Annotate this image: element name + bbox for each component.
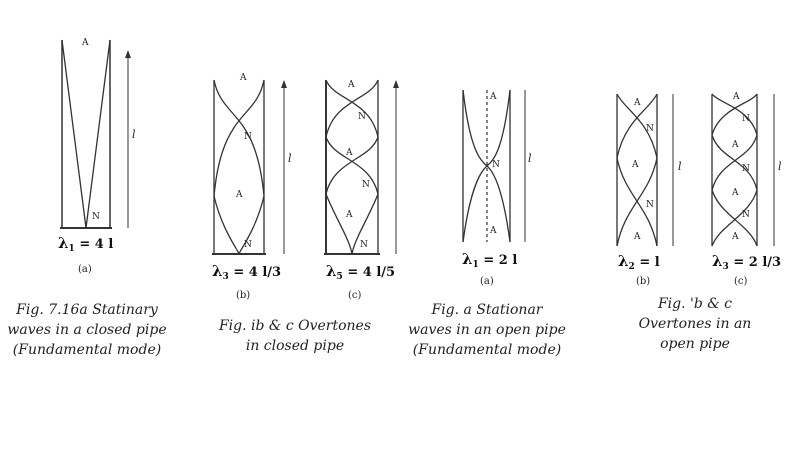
closed-pipe-fundamental <box>60 39 131 229</box>
length-label: l <box>288 152 292 165</box>
antinode-label: A <box>732 140 739 150</box>
node-label: N <box>92 212 100 222</box>
node-label: N <box>492 160 500 170</box>
node-label: N <box>244 132 252 142</box>
closed-pipe-overtone-b <box>212 79 287 255</box>
caption-open-overtones: Fig. 'b & c Overtones in an open pipe <box>638 296 752 352</box>
length-label: l <box>778 160 782 173</box>
antinode-label: A <box>733 92 740 102</box>
antinode-label: A <box>240 73 247 83</box>
length-label: l <box>528 152 532 165</box>
antinode-label: A <box>236 190 243 200</box>
antinode-label: A <box>732 188 739 198</box>
antinode-label: A <box>732 232 739 242</box>
open-pipe-fundamental <box>462 89 526 243</box>
antinode-label: A <box>346 210 353 220</box>
open-pipe-overtone-c <box>711 93 775 247</box>
antinode-label: A <box>82 38 89 48</box>
part-label: (a) <box>480 276 494 287</box>
wavelength-eq-closed-c: λ5 = 4 l/5 <box>326 262 396 282</box>
antinode-label: A <box>634 232 641 242</box>
length-label: l <box>132 128 136 141</box>
part-label: (a) <box>78 264 92 275</box>
antinode-label: A <box>490 226 497 236</box>
closed-pipe-overtone-c <box>324 79 399 255</box>
part-label: (b) <box>236 290 251 301</box>
wavelength-eq-closed-b: λ3 = 4 l/3 <box>212 262 282 282</box>
node-label: N <box>362 180 370 190</box>
node-label: N <box>646 200 654 210</box>
node-label: N <box>244 240 252 250</box>
length-label: l <box>678 160 682 173</box>
antinode-label: A <box>346 148 353 158</box>
antinode-label: A <box>348 80 355 90</box>
node-label: N <box>360 240 368 250</box>
node-label: N <box>742 164 750 174</box>
node-label: N <box>742 210 750 220</box>
part-label: (c) <box>348 290 362 301</box>
open-pipe-overtone-b <box>616 93 674 247</box>
part-label: (b) <box>636 276 651 287</box>
caption-open-fundamental: Fig. a Stationar waves in an open pipe (… <box>408 302 566 358</box>
caption-closed-overtones: Fig. ib & c Overtones in closed pipe <box>218 318 372 354</box>
node-label: N <box>646 124 654 134</box>
wavelength-eq-open-c: λ3 = 2 l/3 <box>712 252 782 272</box>
caption-closed-fundamental: Fig. 7.16a Statinary waves in a closed p… <box>7 302 167 358</box>
node-label: N <box>358 112 366 122</box>
antinode-label: A <box>632 160 639 170</box>
antinode-label: A <box>634 98 641 108</box>
wavelength-eq-closed-a: λ1 = 4 l <box>58 234 114 254</box>
wavelength-eq-open-b: λ2 = l <box>618 252 660 272</box>
part-label: (c) <box>734 276 748 287</box>
antinode-label: A <box>490 92 497 102</box>
node-label: N <box>742 114 750 124</box>
wavelength-eq-open-a: λ1 = 2 l <box>462 250 518 270</box>
